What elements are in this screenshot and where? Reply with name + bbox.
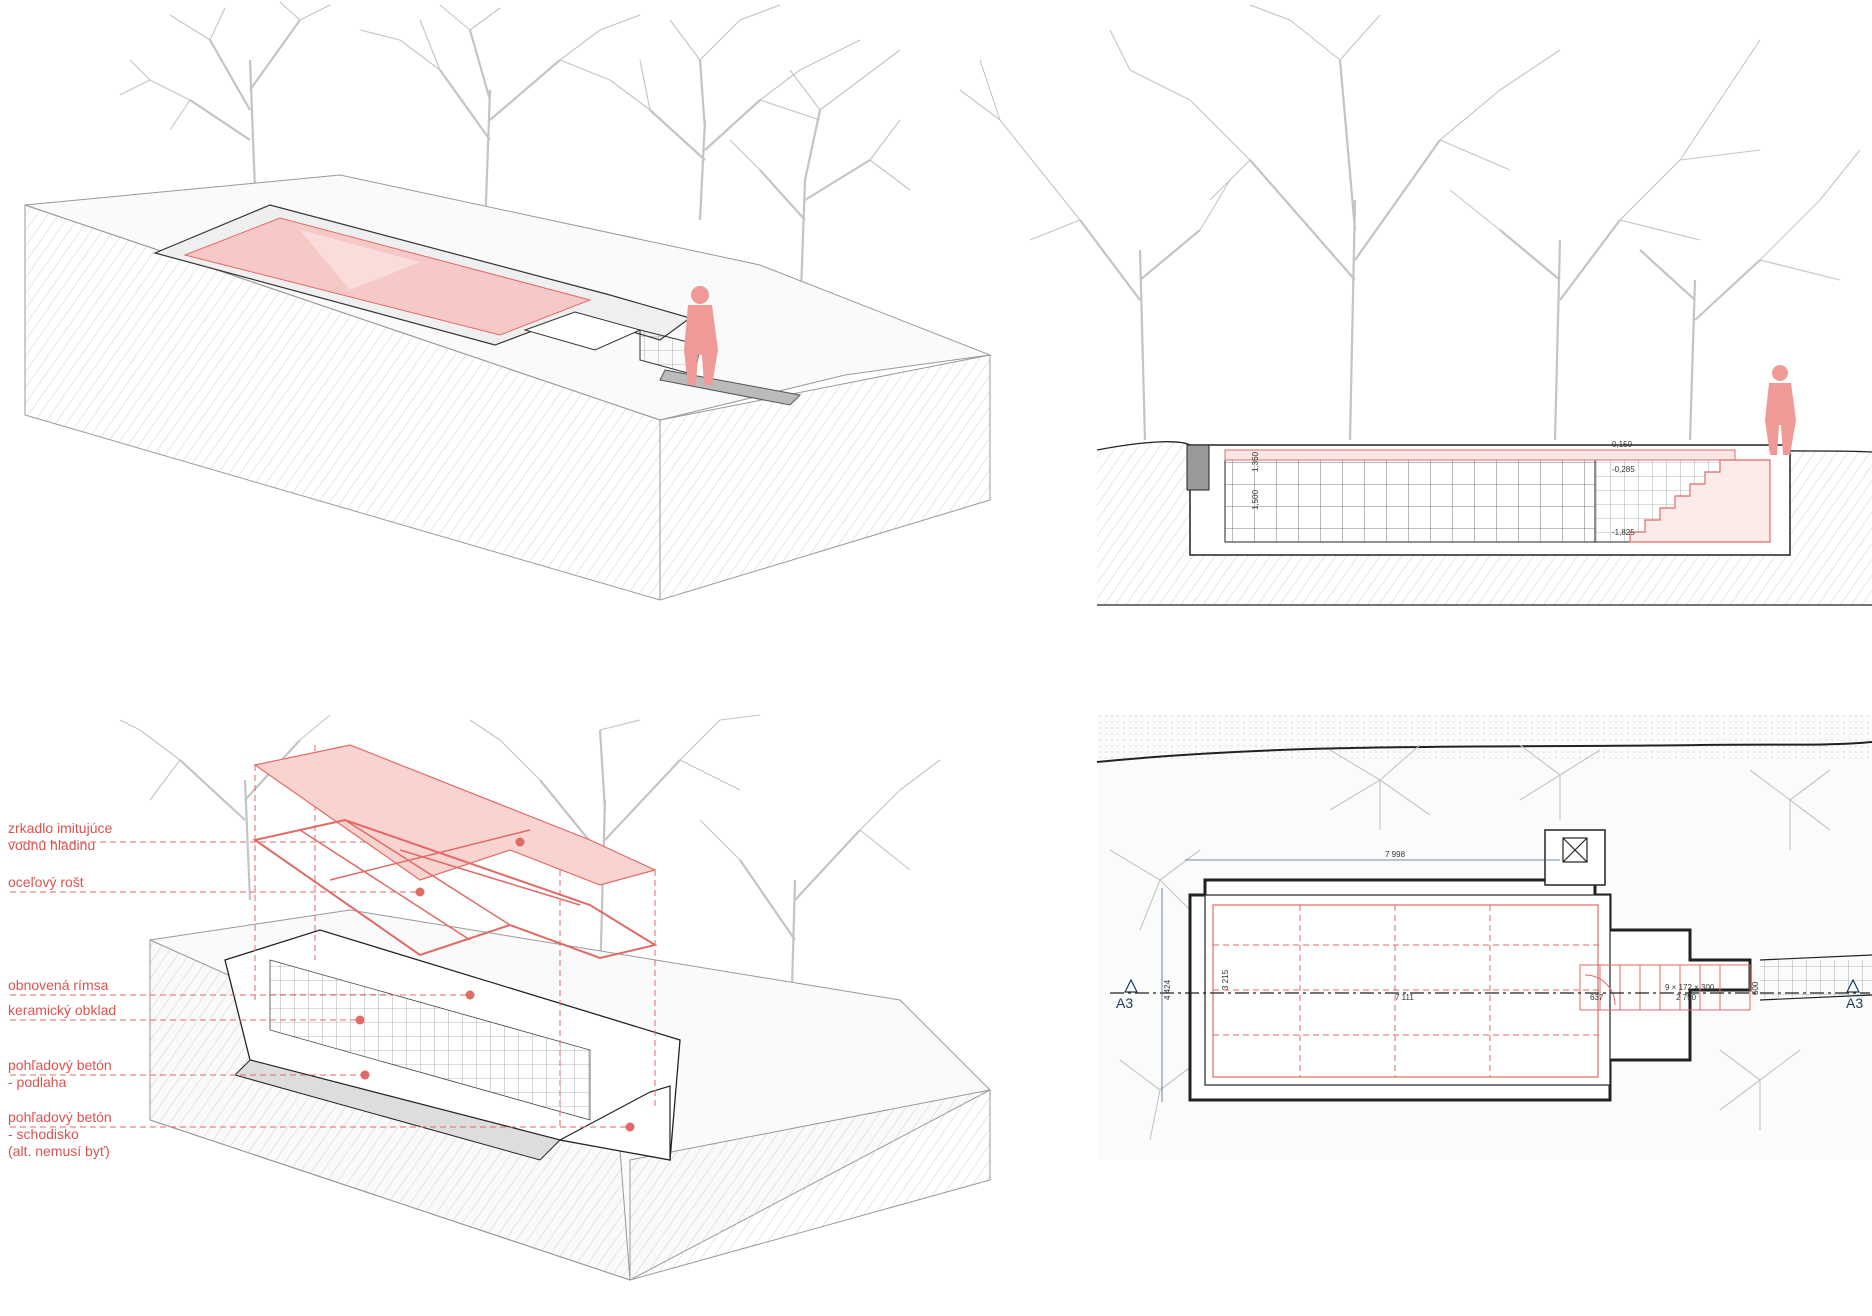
dim-sub: 1,360 <box>1251 451 1260 472</box>
plan-tree-canopies <box>1109 744 1831 1141</box>
dim-stair-offset: 637 <box>1590 993 1604 1002</box>
callout-dots <box>355 837 635 1132</box>
label-cornice: obnovená rímsa <box>8 977 109 993</box>
section-mark-left: A3 <box>1116 978 1138 1011</box>
dim-stair-steps: 9 × 172 × 300 <box>1665 983 1715 992</box>
pool-mirror-surface <box>183 217 592 336</box>
section-mark-right: A3 <box>1846 978 1863 1011</box>
dim-inner-width: 3 215 <box>1221 969 1230 990</box>
label-grate: oceľový rošt <box>8 874 84 890</box>
label-tiles: keramický obklad <box>8 1002 116 1018</box>
dim-total-width: 4 424 <box>1163 979 1172 1000</box>
panel-section: 0,150 -0,285 -1,825 1,500 1,360 <box>959 4 1872 606</box>
label-floor-line2: - podlaha <box>8 1074 67 1090</box>
person-figure-section <box>1765 365 1796 455</box>
steel-grate <box>252 818 658 960</box>
dim-level-top: 0,150 <box>1612 440 1633 449</box>
terrain-side-face <box>659 354 991 601</box>
label-stairs-line1: pohľadový betón <box>8 1109 112 1125</box>
stairs-section <box>1629 459 1771 543</box>
person-figure <box>684 286 718 385</box>
label-mirror-line1: zrkadlo imitujúce <box>8 820 112 836</box>
panel-exploded: zrkadlo imitujúce vodnú hladinu oceľový … <box>8 714 991 1281</box>
panel-axonometric <box>24 1 992 601</box>
trees-background-exploded <box>119 714 941 1061</box>
label-stairs-line3: (alt. nemusí byť) <box>8 1143 110 1159</box>
dim-level-bottom: -1,825 <box>1612 528 1635 537</box>
trees-background <box>119 1 911 321</box>
dim-inner-length: 7 111 <box>1395 993 1414 1002</box>
stair-plan <box>1579 964 1751 1011</box>
mirror-reflection <box>300 230 420 290</box>
dim-level-water: -0,285 <box>1612 465 1635 474</box>
panel-plan: 7 998 3 215 7 111 637 2 750 600 4 424 9 … <box>1096 715 1872 1160</box>
dim-stair-length: 2 750 <box>1676 993 1697 1002</box>
dim-depth: 1,500 <box>1251 489 1260 510</box>
dim-total-length: 7 998 <box>1385 850 1406 859</box>
exploded-labels: zrkadlo imitujúce vodnú hladinu oceľový … <box>8 820 116 1159</box>
dim-stair-width: 600 <box>1751 981 1760 995</box>
trees-background-section <box>959 4 1861 441</box>
label-floor-line1: pohľadový betón <box>8 1057 112 1073</box>
label-stairs-line2: - schodisko <box>8 1126 79 1142</box>
section-mark-left-label: A3 <box>1116 995 1133 1011</box>
label-mirror-line2: vodnú hladinu <box>8 837 95 853</box>
section-mark-right-label: A3 <box>1846 995 1863 1011</box>
mirror-plate <box>253 744 657 886</box>
